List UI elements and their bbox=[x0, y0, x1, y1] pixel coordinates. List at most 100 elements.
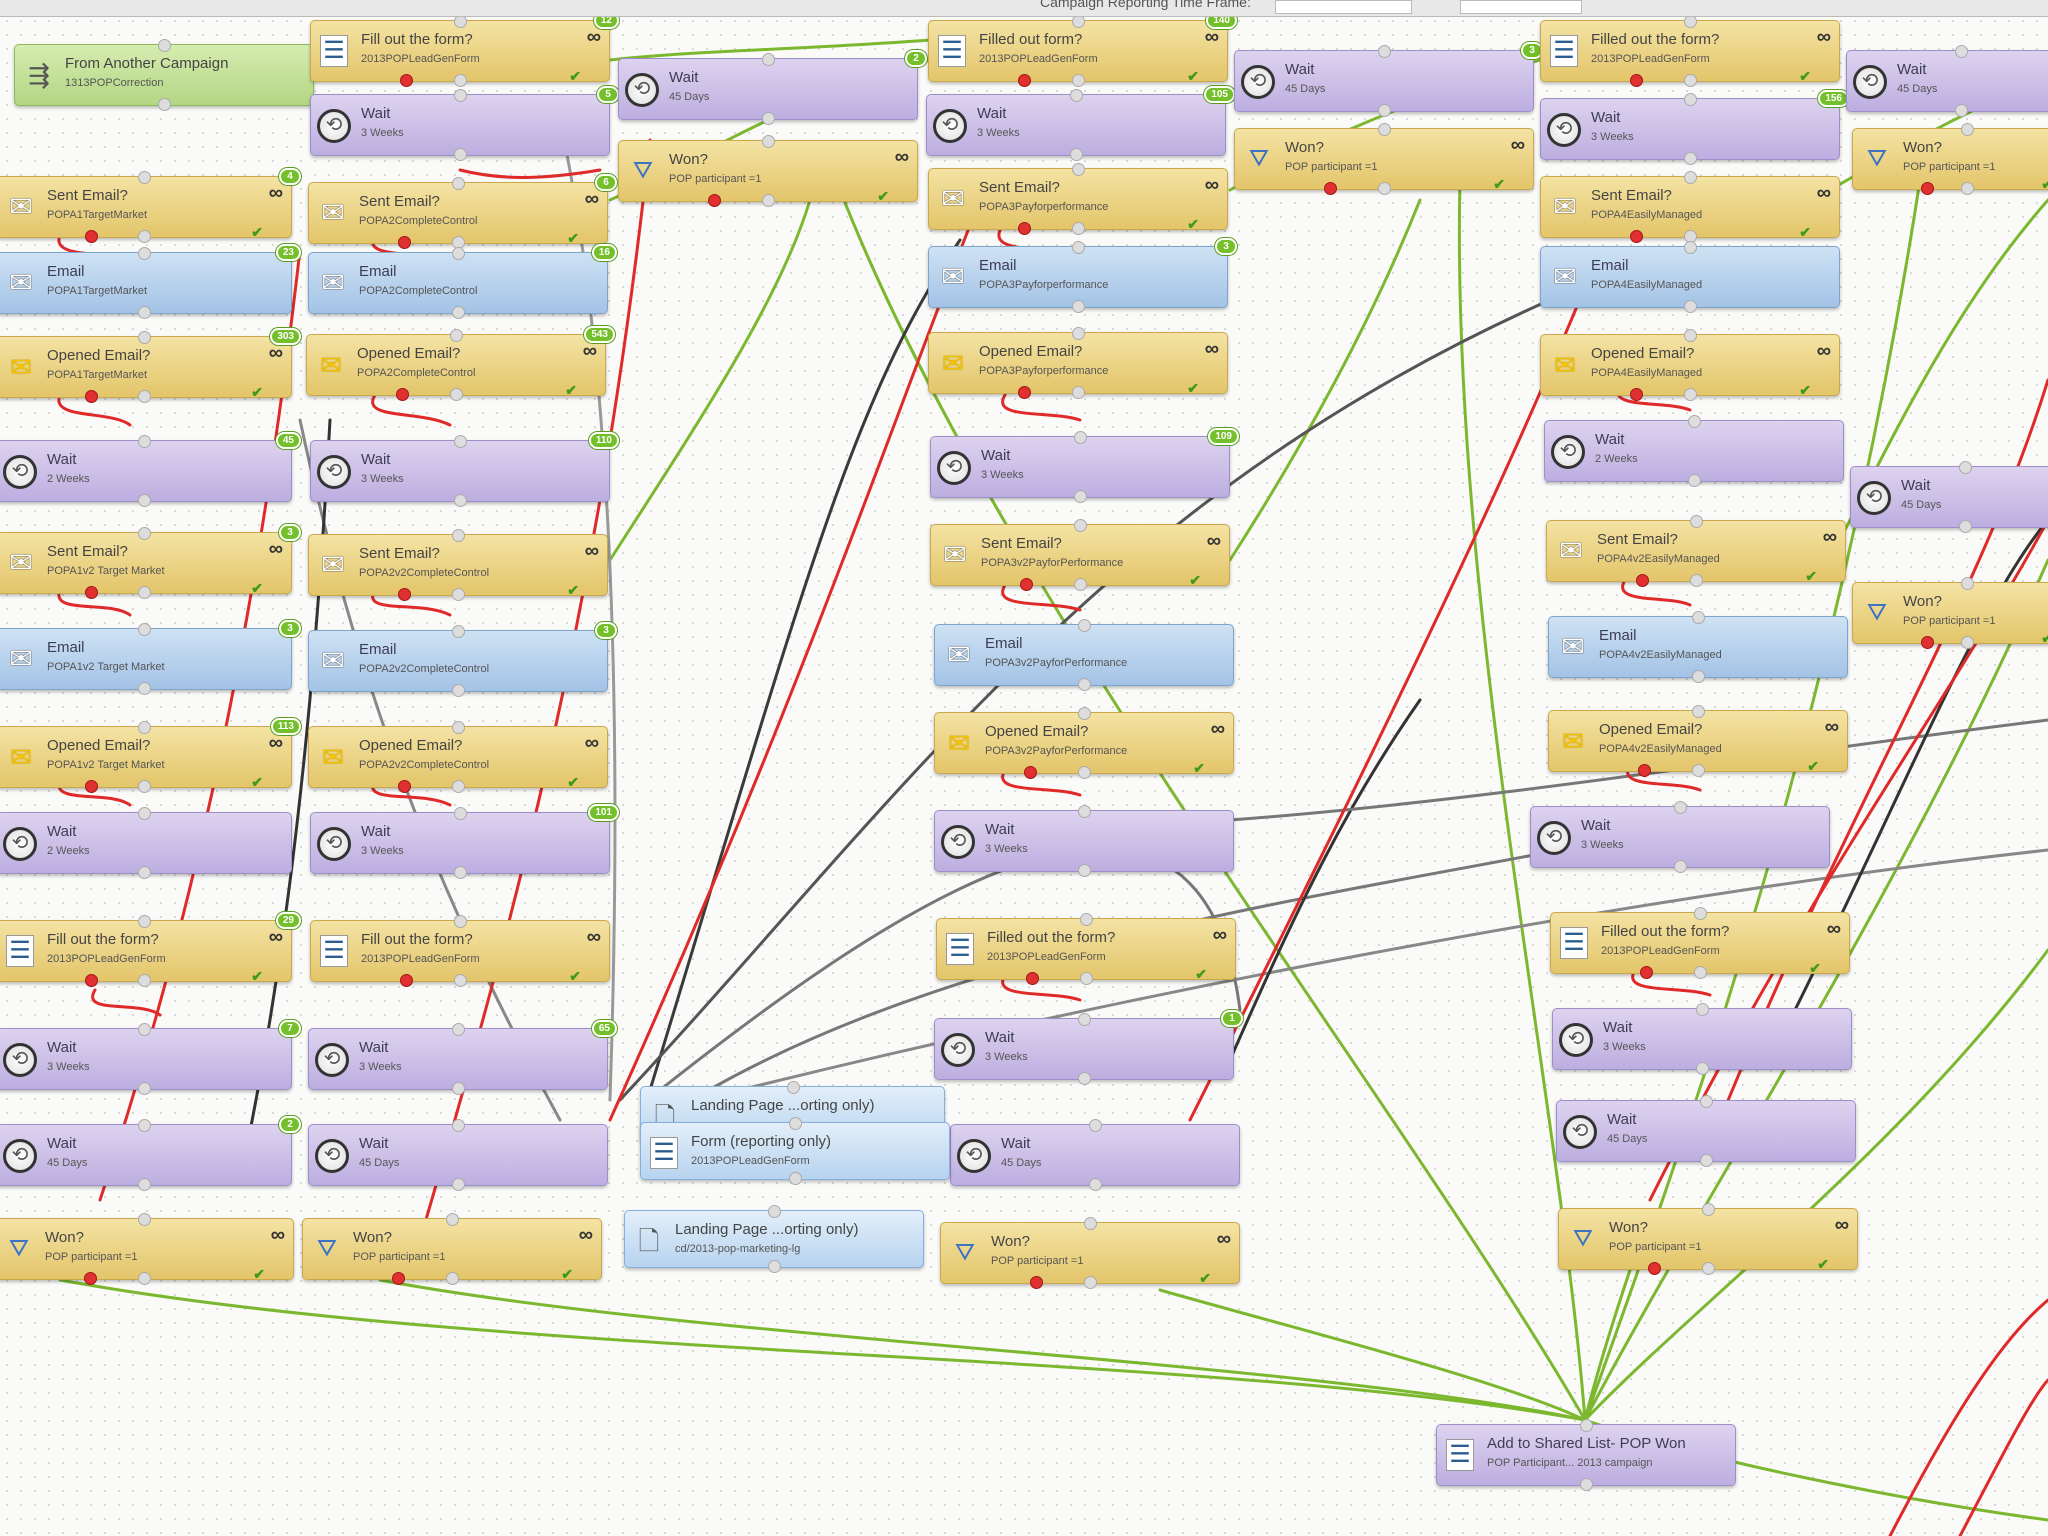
input-connector-point[interactable] bbox=[1378, 123, 1391, 136]
fail-connector-point[interactable] bbox=[392, 1272, 406, 1285]
input-connector-point[interactable] bbox=[1078, 619, 1091, 632]
output-connector-point[interactable] bbox=[454, 866, 467, 879]
output-connector-point[interactable] bbox=[1378, 104, 1391, 117]
input-connector-point[interactable] bbox=[1078, 805, 1091, 818]
input-connector-point[interactable] bbox=[1702, 1203, 1715, 1216]
flow-step-opened-email[interactable]: ✉Opened Email?POPA3v2PayforPerformance∞✔ bbox=[934, 707, 1234, 779]
flow-step-won[interactable]: ⛛Won?POP participant =1∞✔ bbox=[1234, 123, 1534, 195]
output-connector-point[interactable] bbox=[1580, 1478, 1593, 1491]
member-count-badge[interactable]: 23 bbox=[275, 244, 301, 261]
output-connector-point[interactable] bbox=[1089, 1178, 1102, 1191]
member-count-badge[interactable]: 3 bbox=[279, 524, 301, 541]
output-connector-point[interactable] bbox=[1084, 1276, 1097, 1289]
input-connector-point[interactable] bbox=[1080, 913, 1093, 926]
flow-step-won[interactable]: ⛛Won?POP participant =1∞✔ bbox=[302, 1213, 602, 1285]
flow-step-won[interactable]: ⛛Won?POP participant =1∞✔ bbox=[1558, 1203, 1858, 1275]
member-count-badge[interactable]: 6 bbox=[595, 174, 617, 191]
member-count-badge[interactable]: 3 bbox=[1215, 238, 1237, 255]
repeat-infinity-icon[interactable]: ∞ bbox=[578, 1224, 593, 1246]
fail-connector-point[interactable] bbox=[400, 74, 414, 87]
flow-step-opened-email[interactable]: ✉Opened Email?POPA2CompleteControl∞✔543 bbox=[306, 326, 615, 401]
member-count-badge[interactable]: 110 bbox=[588, 432, 619, 449]
member-count-badge[interactable]: 543 bbox=[584, 326, 615, 343]
fail-connector-point[interactable] bbox=[1921, 636, 1935, 649]
repeat-infinity-icon[interactable]: ∞ bbox=[584, 540, 599, 562]
input-connector-point[interactable] bbox=[1961, 123, 1974, 136]
member-count-badge[interactable]: 101 bbox=[588, 804, 619, 821]
output-connector-point[interactable] bbox=[454, 974, 467, 987]
input-connector-point[interactable] bbox=[1684, 241, 1697, 254]
input-connector-point[interactable] bbox=[1694, 907, 1707, 920]
fail-connector-point[interactable] bbox=[1630, 230, 1644, 243]
flow-step-filled-out-the-form[interactable]: ☰Filled out the form?2013POPLeadGenForm∞… bbox=[1550, 907, 1850, 979]
input-connector-point[interactable] bbox=[452, 177, 465, 190]
input-connector-point[interactable] bbox=[1674, 801, 1687, 814]
input-connector-point[interactable] bbox=[452, 529, 465, 542]
repeat-infinity-icon[interactable]: ∞ bbox=[1826, 918, 1841, 940]
output-connector-point[interactable] bbox=[138, 586, 151, 599]
repeat-infinity-icon[interactable]: ∞ bbox=[1824, 716, 1839, 738]
input-connector-point[interactable] bbox=[768, 1205, 781, 1218]
input-connector-point[interactable] bbox=[1078, 707, 1091, 720]
output-connector-point[interactable] bbox=[138, 1178, 151, 1191]
repeat-infinity-icon[interactable]: ∞ bbox=[268, 538, 283, 560]
repeat-infinity-icon[interactable]: ∞ bbox=[894, 146, 909, 168]
flow-step-opened-email[interactable]: ✉Opened Email?POPA4EasilyManaged∞✔ bbox=[1540, 329, 1840, 401]
output-connector-point[interactable] bbox=[1072, 300, 1085, 313]
repeat-infinity-icon[interactable]: ∞ bbox=[586, 26, 601, 48]
output-connector-point[interactable] bbox=[1074, 490, 1087, 503]
output-connector-point[interactable] bbox=[138, 1272, 151, 1285]
fail-connector-point[interactable] bbox=[1020, 578, 1034, 591]
output-connector-point[interactable] bbox=[454, 148, 467, 161]
output-connector-point[interactable] bbox=[1072, 386, 1085, 399]
input-connector-point[interactable] bbox=[138, 915, 151, 928]
input-connector-point[interactable] bbox=[1959, 461, 1972, 474]
repeat-infinity-icon[interactable]: ∞ bbox=[268, 342, 283, 364]
fail-connector-point[interactable] bbox=[398, 588, 412, 601]
fail-connector-point[interactable] bbox=[1024, 766, 1038, 779]
flow-step-form-reporting-only[interactable]: ☰Form (reporting only)2013POPLeadGenForm bbox=[640, 1117, 950, 1185]
fail-connector-point[interactable] bbox=[400, 974, 414, 987]
fail-connector-point[interactable] bbox=[85, 974, 99, 987]
repeat-infinity-icon[interactable]: ∞ bbox=[1204, 26, 1219, 48]
output-connector-point[interactable] bbox=[1378, 182, 1391, 195]
output-connector-point[interactable] bbox=[452, 1082, 465, 1095]
flow-step-fill-out-the-form[interactable]: ☰Fill out the form?2013POPLeadGenForm∞✔ bbox=[310, 915, 610, 987]
output-connector-point[interactable] bbox=[1078, 766, 1091, 779]
repeat-infinity-icon[interactable]: ∞ bbox=[270, 1224, 285, 1246]
output-connector-point[interactable] bbox=[452, 588, 465, 601]
input-connector-point[interactable] bbox=[1084, 1217, 1097, 1230]
input-connector-point[interactable] bbox=[1955, 45, 1968, 58]
member-count-badge[interactable]: 105 bbox=[1204, 86, 1235, 103]
flow-step-sent-email[interactable]: ✉Sent Email?POPA2CompleteControl∞✔6 bbox=[308, 174, 617, 249]
input-connector-point[interactable] bbox=[1696, 1003, 1709, 1016]
start-date-field[interactable] bbox=[1275, 0, 1412, 14]
repeat-infinity-icon[interactable]: ∞ bbox=[1216, 1228, 1231, 1250]
member-count-badge[interactable]: 303 bbox=[270, 328, 301, 345]
output-connector-point[interactable] bbox=[452, 684, 465, 697]
input-connector-point[interactable] bbox=[786, 1081, 800, 1094]
flow-step-landing-page-orting-only[interactable]: 🗋Landing Page ...orting only)cd/2013-pop… bbox=[624, 1205, 924, 1273]
output-connector-point[interactable] bbox=[452, 306, 465, 319]
repeat-infinity-icon[interactable]: ∞ bbox=[1834, 1214, 1849, 1236]
input-connector-point[interactable] bbox=[1089, 1119, 1102, 1132]
output-connector-point[interactable] bbox=[1684, 152, 1697, 165]
fail-connector-point[interactable] bbox=[85, 780, 99, 793]
member-count-badge[interactable]: 2 bbox=[905, 50, 927, 67]
output-connector-point[interactable] bbox=[762, 112, 775, 125]
repeat-infinity-icon[interactable]: ∞ bbox=[1510, 134, 1525, 156]
repeat-infinity-icon[interactable]: ∞ bbox=[268, 732, 283, 754]
